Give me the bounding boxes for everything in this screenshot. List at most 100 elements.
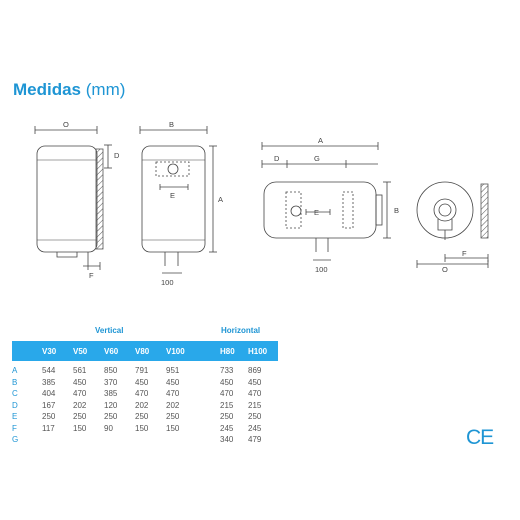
table-row: G 340 479 — [12, 434, 278, 446]
table-cell — [166, 434, 198, 446]
view-vertical-front — [139, 126, 217, 274]
label-a-horizontal: A — [318, 136, 323, 145]
table-cell: 250 — [104, 412, 118, 422]
table-cell: 791 — [135, 366, 149, 376]
table-cell: 450 — [166, 377, 180, 387]
header-row-label — [12, 341, 42, 361]
label-o-vertical: O — [63, 120, 69, 129]
table-cell: 450 — [73, 377, 87, 387]
ce-mark: CE — [466, 426, 494, 449]
table-cell: 561 — [73, 366, 87, 376]
table-cell: 245 — [220, 423, 234, 433]
label-e-vertical: E — [170, 191, 175, 200]
table-cell: 544 — [42, 366, 56, 376]
table-row: E 250 250 250 250 250 250 250 — [12, 411, 278, 423]
table-cell: 167 — [42, 400, 56, 410]
table-cell: 150 — [73, 423, 87, 433]
table-cell: 733 — [220, 366, 234, 376]
label-a-vertical: A — [218, 195, 223, 204]
table-cell: 404 — [42, 389, 56, 399]
row-label: G — [12, 435, 19, 445]
view-horizontal-front — [261, 142, 391, 261]
row-label: E — [12, 412, 18, 422]
table-cell: 450 — [248, 377, 262, 387]
title-main: Medidas — [13, 80, 82, 99]
header-v80: V80 — [135, 341, 166, 361]
table-cell: 951 — [166, 366, 180, 376]
label-100-vertical: 100 — [161, 278, 174, 287]
label-g-horizontal: G — [314, 154, 320, 163]
header-h80: H80 — [220, 341, 248, 361]
row-label: D — [12, 400, 18, 410]
label-b-vertical: B — [169, 120, 174, 129]
header-gap — [198, 341, 220, 361]
table-cell: 250 — [220, 412, 234, 422]
view-vertical-side — [34, 126, 112, 270]
table-cell: 150 — [135, 423, 149, 433]
table-cell: 202 — [135, 400, 149, 410]
table-cell — [198, 400, 220, 412]
table-cell: 250 — [248, 412, 262, 422]
header-h100: H100 — [248, 341, 278, 361]
label-o-horizontal: O — [442, 265, 448, 274]
table-cell: 202 — [73, 400, 87, 410]
label-d-vertical: D — [114, 151, 120, 160]
table-cell: 470 — [248, 389, 262, 399]
table-cell — [198, 411, 220, 423]
row-label: F — [12, 423, 17, 433]
table-cell — [198, 388, 220, 400]
header-v100: V100 — [166, 341, 198, 361]
table-cell: 385 — [42, 377, 56, 387]
table-cell — [73, 434, 104, 446]
header-v60: V60 — [104, 341, 135, 361]
table-cell: 215 — [220, 400, 234, 410]
table-cell: 450 — [220, 377, 234, 387]
label-d-horizontal: D — [274, 154, 280, 163]
table-cell: 250 — [42, 412, 56, 422]
table-cell: 250 — [166, 412, 180, 422]
group-label-horizontal: Horizontal — [221, 326, 261, 335]
group-label-vertical: Vertical — [95, 326, 124, 335]
label-f-vertical: F — [89, 271, 94, 280]
heater-dimension-diagrams: O D F B E A 100 — [34, 120, 489, 287]
table-cell: 470 — [220, 389, 234, 399]
page-title: Medidas (mm) — [13, 80, 125, 100]
label-100-horizontal: 100 — [315, 265, 328, 274]
table-cell: 470 — [135, 389, 149, 399]
label-b-horizontal: B — [394, 206, 399, 215]
table-cell: 90 — [104, 423, 113, 433]
table-cell: 250 — [73, 412, 87, 422]
table-cell — [198, 377, 220, 389]
table-cell — [198, 423, 220, 435]
table-cell: 202 — [166, 400, 180, 410]
table-cell: 850 — [104, 366, 118, 376]
header-v30: V30 — [42, 341, 73, 361]
table-cell: 479 — [248, 435, 262, 445]
table-cell: 450 — [135, 377, 149, 387]
view-horizontal-side — [416, 181, 489, 268]
table-cell: 120 — [104, 400, 118, 410]
table-cell: 385 — [104, 389, 118, 399]
table-cell: 340 — [220, 435, 234, 445]
table-cell: 245 — [248, 423, 262, 433]
row-label: A — [12, 366, 18, 376]
table-cell: 117 — [42, 423, 55, 433]
label-e-horizontal: E — [314, 208, 319, 217]
table-cell: 470 — [166, 389, 180, 399]
title-unit: (mm) — [85, 80, 126, 99]
header-v50: V50 — [73, 341, 104, 361]
table-cell — [198, 434, 220, 446]
table-cell — [104, 434, 135, 446]
table-cell: 150 — [166, 423, 180, 433]
row-label: B — [12, 377, 18, 387]
table-row: F 117 150 90 150 150 245 245 — [12, 423, 278, 435]
row-label: C — [12, 389, 18, 399]
label-f-horizontal: F — [462, 249, 467, 258]
table-header-row: V30 V50 V60 V80 V100 H80 H100 — [12, 341, 278, 361]
dimensions-table: V30 V50 V60 V80 V100 H80 H100 A 544 561 850… — [12, 341, 278, 446]
table-cell — [135, 434, 166, 446]
table-cell: 250 — [135, 412, 149, 422]
